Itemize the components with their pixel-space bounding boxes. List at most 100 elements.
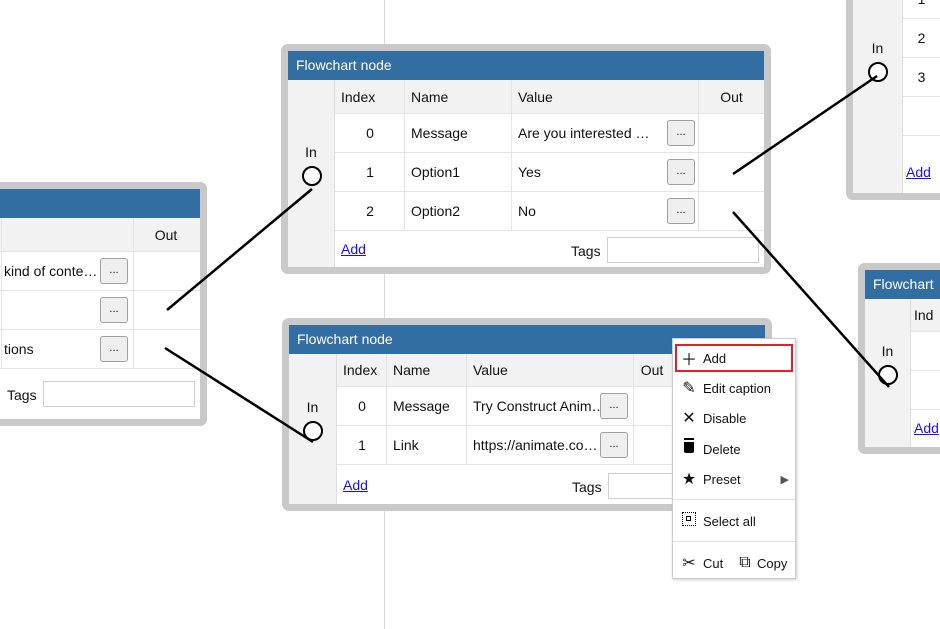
context-menu: ＋ Add ✎Edit caption ✕ Disable Delete ★Pres… [672, 338, 796, 579]
edit-value-button[interactable]: ... [667, 198, 695, 224]
x-icon: ✕ [682, 410, 696, 427]
table-row: ... [0, 291, 200, 330]
column-header: Out [720, 88, 743, 105]
row-name: Message [411, 125, 468, 141]
node-title-bar[interactable] [0, 189, 200, 218]
column-header: Name [393, 362, 431, 378]
edit-value-button[interactable]: ... [600, 393, 628, 419]
tags-input[interactable] [43, 381, 195, 407]
tags-input[interactable] [607, 236, 759, 263]
table-row: tions... [0, 330, 200, 369]
node-title-bar[interactable]: Flowchart [865, 270, 940, 299]
edit-value-button[interactable]: ... [100, 297, 128, 323]
column-separator [466, 387, 467, 425]
output-port-cell [699, 192, 764, 230]
add-row-link[interactable]: Add [343, 477, 368, 493]
row-name: Message [393, 398, 450, 414]
table-row: 1 [903, 0, 940, 19]
row-value: https://animate.co… [473, 437, 598, 453]
column-separator [698, 153, 699, 191]
column-header: Out [640, 362, 664, 378]
node-title-bar[interactable]: Flowchart node [288, 51, 764, 80]
column-separator [633, 387, 634, 425]
submenu-arrow-icon: ▶ [780, 473, 789, 486]
output-port-cell [634, 387, 670, 425]
column-separator [466, 354, 467, 386]
select-all-icon [675, 511, 703, 531]
menu-item-copy[interactable]: ⧉ Copy [733, 549, 795, 577]
row-value: No [518, 203, 536, 219]
row-value: kind of conte… [4, 263, 98, 279]
menu-item-add[interactable]: ＋ Add [675, 344, 793, 372]
column-separator [404, 153, 405, 191]
edit-value-button[interactable]: ... [667, 120, 695, 146]
edit-value-button[interactable]: ... [100, 336, 128, 362]
node-table: 123Add [903, 0, 940, 193]
menu-item-disable[interactable]: ✕ Disable [675, 404, 793, 432]
column-header: Out [154, 226, 178, 243]
column-header: Name [411, 88, 449, 105]
column-header: Ind [914, 307, 934, 323]
row-value: Try Construct Anim… [473, 398, 606, 414]
column-separator [466, 426, 467, 464]
input-port[interactable] [868, 61, 888, 82]
trash-icon [675, 440, 703, 458]
menu-item-preset[interactable]: ★Preset▶ [675, 465, 793, 493]
add-row-link[interactable]: Add [341, 240, 366, 257]
column-separator [133, 218, 134, 251]
menu-label: Disable [703, 410, 747, 426]
plus-icon: ＋ [680, 352, 697, 369]
edit-value-button[interactable]: ... [667, 159, 695, 185]
star-icon: ★ [681, 471, 697, 488]
input-port[interactable] [878, 365, 898, 385]
table-row: 3 [903, 58, 940, 97]
tags-label: Tags [7, 387, 37, 403]
column-separator [511, 153, 512, 191]
row-index: 1 [903, 0, 940, 18]
pencil-icon: ✎ [682, 380, 696, 397]
output-port-cell [134, 330, 198, 368]
column-separator [133, 330, 134, 368]
row-value: Yes [518, 164, 541, 180]
menu-label: Copy [757, 555, 788, 571]
output-port-cell [699, 114, 764, 152]
column-separator [511, 192, 512, 230]
scissors-icon: ✂ [682, 555, 696, 572]
column-separator [1, 291, 2, 329]
add-row-link[interactable]: Add [906, 164, 931, 180]
menu-item-select-all[interactable]: Select all [675, 507, 793, 535]
table-header-row: Ind [911, 299, 940, 332]
menu-item-edit-caption[interactable]: ✎Edit caption [675, 374, 793, 402]
column-separator [633, 354, 634, 386]
menu-separator [673, 541, 795, 542]
output-port-cell [634, 426, 670, 464]
menu-item-cut[interactable]: ✂Cut [675, 549, 730, 577]
edit-value-button[interactable]: ... [600, 432, 628, 458]
menu-label: Select all [703, 513, 756, 529]
add-row-link[interactable]: Add [914, 420, 939, 436]
input-port[interactable] [301, 165, 322, 186]
input-port-column: In [853, 0, 903, 193]
menu-item-delete[interactable]: Delete [675, 435, 793, 463]
row-index: 0 [366, 125, 374, 141]
edit-value-button[interactable]: ... [100, 258, 128, 284]
input-port[interactable] [303, 421, 323, 441]
copy-icon: ⧉ [739, 554, 751, 571]
output-port-cell [699, 153, 764, 191]
row-index: 0 [358, 398, 366, 414]
output-port-cell [134, 291, 198, 329]
row-index [911, 371, 940, 409]
menu-label: Add [703, 350, 727, 366]
table-row: 0 Message Try Construct Anim…... [337, 387, 765, 426]
menu-label: Delete [703, 441, 741, 457]
column-header: Value [473, 362, 508, 378]
flowchart-node-rtop[interactable]: In123Add [846, 0, 940, 200]
column-separator [698, 80, 699, 113]
